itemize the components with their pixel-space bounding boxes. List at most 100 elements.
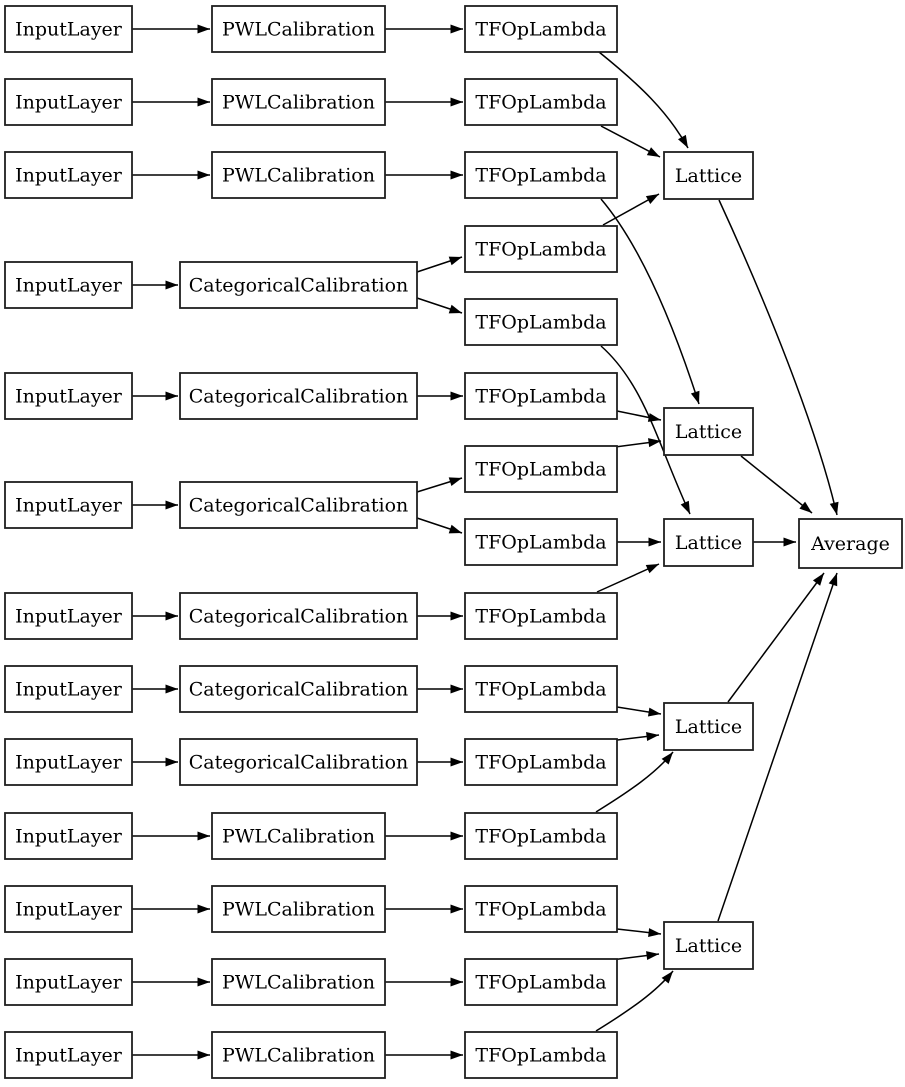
edge-tfop-14-to-lattice-5 xyxy=(610,951,660,961)
node-cat-1: CategoricalCalibration xyxy=(179,261,418,309)
node-box-tfop-12 xyxy=(464,812,618,860)
node-input-1: InputLayer xyxy=(4,5,133,53)
edge-lattice-4-to-average xyxy=(727,572,825,703)
node-label-tfop-3: TFOpLambda xyxy=(475,165,606,187)
node-label-input-13: InputLayer xyxy=(15,1045,123,1067)
node-box-tfop-14 xyxy=(464,958,618,1006)
node-box-input-1 xyxy=(4,5,133,53)
node-label-tfop-13: TFOpLambda xyxy=(475,899,606,921)
node-label-tfop-7: TFOpLambda xyxy=(475,459,606,481)
node-input-13: InputLayer xyxy=(4,1031,133,1079)
node-box-input-7 xyxy=(4,592,133,640)
node-tfop-11: TFOpLambda xyxy=(464,738,618,786)
node-box-pwl-7 xyxy=(211,1031,386,1079)
edge-tfop-13-to-lattice-5 xyxy=(616,928,662,938)
edge-cat-3-to-tfop-8 xyxy=(416,517,463,534)
edge-tfop-5-to-lattice-3 xyxy=(600,345,691,515)
node-box-tfop-10 xyxy=(464,665,618,713)
node-label-input-6: InputLayer xyxy=(15,495,123,517)
node-box-input-4 xyxy=(4,261,133,309)
node-label-input-5: InputLayer xyxy=(15,386,123,408)
node-box-pwl-2 xyxy=(211,78,386,126)
node-label-tfop-12: TFOpLambda xyxy=(475,826,606,848)
node-pwl-5: PWLCalibration xyxy=(211,885,386,933)
node-cat-3: CategoricalCalibration xyxy=(179,481,418,529)
node-box-cat-5 xyxy=(179,665,418,713)
node-label-input-12: InputLayer xyxy=(15,972,123,994)
edge-tfop-4-to-lattice-1 xyxy=(602,193,660,226)
node-label-input-11: InputLayer xyxy=(15,899,123,921)
node-label-lattice-3: Lattice xyxy=(675,532,742,554)
node-box-tfop-13 xyxy=(464,885,618,933)
node-label-cat-1: CategoricalCalibration xyxy=(189,275,409,297)
node-label-input-8: InputLayer xyxy=(15,679,123,701)
edge-cat-3-to-tfop-7 xyxy=(416,477,463,493)
node-input-12: InputLayer xyxy=(4,958,133,1006)
node-label-input-3: InputLayer xyxy=(15,165,123,187)
node-label-pwl-1: PWLCalibration xyxy=(222,19,375,41)
edge-tfop-7-to-lattice-2 xyxy=(614,438,662,448)
node-box-pwl-1 xyxy=(211,5,386,53)
node-box-input-6 xyxy=(4,481,133,529)
node-label-cat-6: CategoricalCalibration xyxy=(189,752,409,774)
node-tfop-7: TFOpLambda xyxy=(464,445,618,493)
node-label-pwl-5: PWLCalibration xyxy=(222,899,375,921)
node-tfop-4: TFOpLambda xyxy=(464,225,618,273)
node-label-input-1: InputLayer xyxy=(15,19,123,41)
node-box-lattice-1 xyxy=(663,151,754,200)
node-label-lattice-4: Lattice xyxy=(675,716,742,738)
node-label-input-2: InputLayer xyxy=(15,92,123,114)
node-box-pwl-4 xyxy=(211,812,386,860)
node-tfop-13: TFOpLambda xyxy=(464,885,618,933)
node-label-tfop-1: TFOpLambda xyxy=(475,19,606,41)
node-box-average xyxy=(798,518,903,569)
node-tfop-5: TFOpLambda xyxy=(464,298,618,346)
node-label-input-10: InputLayer xyxy=(15,826,123,848)
node-label-average: Average xyxy=(810,533,890,555)
node-box-input-8 xyxy=(4,665,133,713)
node-box-cat-2 xyxy=(179,372,418,420)
edge-tfop-12-to-lattice-4 xyxy=(595,751,674,813)
node-label-tfop-4: TFOpLambda xyxy=(475,239,606,261)
node-label-pwl-2: PWLCalibration xyxy=(222,92,375,114)
node-label-pwl-7: PWLCalibration xyxy=(222,1045,375,1067)
node-box-cat-3 xyxy=(179,481,418,529)
node-label-tfop-15: TFOpLambda xyxy=(475,1045,606,1067)
node-box-tfop-1 xyxy=(464,5,618,53)
node-box-pwl-5 xyxy=(211,885,386,933)
node-input-3: InputLayer xyxy=(4,151,133,199)
node-label-lattice-1: Lattice xyxy=(675,165,742,187)
node-label-tfop-10: TFOpLambda xyxy=(475,679,606,701)
node-label-tfop-5: TFOpLambda xyxy=(475,312,606,334)
node-label-input-9: InputLayer xyxy=(15,752,123,774)
node-box-cat-6 xyxy=(179,738,418,786)
node-tfop-9: TFOpLambda xyxy=(464,592,618,640)
node-pwl-3: PWLCalibration xyxy=(211,151,386,199)
node-pwl-6: PWLCalibration xyxy=(211,958,386,1006)
node-box-input-10 xyxy=(4,812,133,860)
node-label-tfop-11: TFOpLambda xyxy=(475,752,606,774)
node-tfop-14: TFOpLambda xyxy=(464,958,618,1006)
edge-tfop-10-to-lattice-4 xyxy=(616,706,662,717)
node-box-tfop-6 xyxy=(464,372,618,420)
node-label-tfop-14: TFOpLambda xyxy=(475,972,606,994)
node-tfop-2: TFOpLambda xyxy=(464,78,618,126)
node-tfop-1: TFOpLambda xyxy=(464,5,618,53)
node-label-pwl-3: PWLCalibration xyxy=(222,165,375,187)
node-box-lattice-5 xyxy=(663,921,754,970)
node-box-lattice-2 xyxy=(663,407,754,456)
node-box-input-5 xyxy=(4,372,133,420)
edges-layer xyxy=(132,24,839,1060)
edge-lattice-2-to-average xyxy=(740,455,813,514)
node-label-tfop-8: TFOpLambda xyxy=(475,532,606,554)
node-tfop-15: TFOpLambda xyxy=(464,1031,618,1079)
edge-tfop-1-to-lattice-1 xyxy=(598,51,689,149)
node-label-input-7: InputLayer xyxy=(15,606,123,628)
node-label-tfop-9: TFOpLambda xyxy=(475,606,606,628)
node-pwl-1: PWLCalibration xyxy=(211,5,386,53)
edge-tfop-2-to-lattice-1 xyxy=(600,125,661,158)
node-tfop-10: TFOpLambda xyxy=(464,665,618,713)
node-box-cat-4 xyxy=(179,592,418,640)
